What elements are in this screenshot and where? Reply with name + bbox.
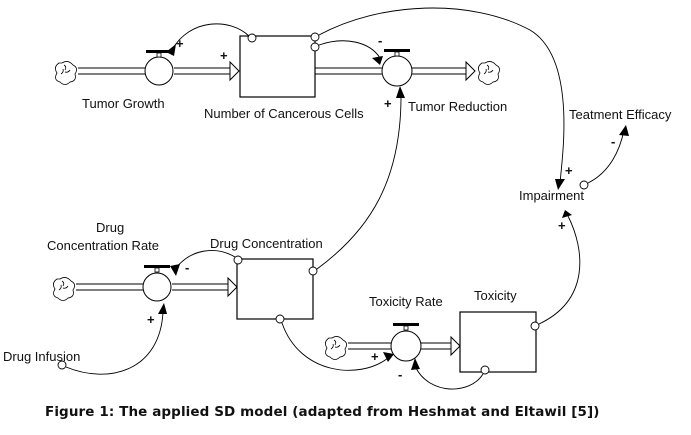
flow-pipe-tumor-reduction [315, 60, 476, 82]
valve-toxicity-rate[interactable] [390, 323, 422, 362]
link-drugconc-to-tumor-reduction [308, 86, 405, 276]
cancerous-cells-label: Number of Cancerous Cells [204, 106, 364, 121]
sign-plus: + [147, 312, 155, 327]
sink-cloud-icon [477, 60, 501, 85]
toxicity-rate-label: Toxicity Rate [369, 294, 443, 309]
stock-cancerous-cells[interactable] [239, 35, 316, 98]
sign-minus: - [378, 33, 382, 48]
stock-toxicity[interactable] [459, 311, 537, 373]
drug-concentration-rate-label-line1: Drug [96, 220, 124, 235]
impairment-label: Impairment [519, 188, 584, 203]
drug-infusion-label: Drug Infusion [3, 349, 80, 364]
source-cloud-icon [52, 276, 76, 301]
flow-pipe-drug-concentration-rate [76, 276, 238, 298]
sign-minus: - [185, 260, 189, 275]
flow-pipe-toxicity-rate [348, 335, 461, 357]
sign-plus: + [558, 218, 566, 233]
link-toxicity-to-impairment [530, 210, 581, 331]
sign-plus: + [384, 96, 392, 111]
toxicity-label: Toxicity [474, 288, 517, 303]
link-drugconc-to-rate [170, 250, 243, 276]
link-toxicity-to-toxicity-rate [411, 358, 490, 390]
sd-model-diagram: Tumor Growth Number of Cancerous Cells T… [3, 7, 672, 390]
sign-minus: - [398, 367, 402, 382]
link-impairment-to-efficacy [579, 125, 629, 190]
link-cells-to-impairment [310, 7, 565, 190]
sign-plus: + [220, 48, 228, 63]
source-cloud-icon [54, 60, 78, 85]
sign-plus: + [565, 163, 573, 178]
tumor-reduction-label: Tumor Reduction [408, 99, 507, 114]
valve-tumor-reduction[interactable] [381, 49, 413, 87]
sign-plus: + [176, 36, 184, 51]
valve-tumor-growth[interactable] [144, 50, 174, 86]
sign-plus: + [371, 349, 379, 364]
link-drugconc-to-toxicity-rate [275, 314, 394, 371]
sign-minus: - [611, 134, 615, 149]
flow-pipe-tumor-growth [78, 60, 240, 82]
link-infusion-to-rate [57, 303, 167, 375]
treatment-efficacy-label: Teatment Efficacy [569, 107, 672, 122]
valve-drug-concentration-rate[interactable] [142, 265, 172, 302]
figure-caption: Figure 1: The applied SD model (adapted … [45, 404, 600, 420]
link-cells-to-tumor-reduction [310, 40, 383, 65]
tumor-growth-label: Tumor Growth [82, 96, 165, 111]
stock-drug-concentration[interactable] [236, 258, 314, 320]
drug-concentration-label: Drug Concentration [210, 236, 323, 251]
drug-concentration-rate-label-line2: Concentration Rate [47, 238, 159, 253]
source-cloud-icon [324, 335, 348, 360]
link-cells-to-tumor-growth [166, 23, 257, 56]
